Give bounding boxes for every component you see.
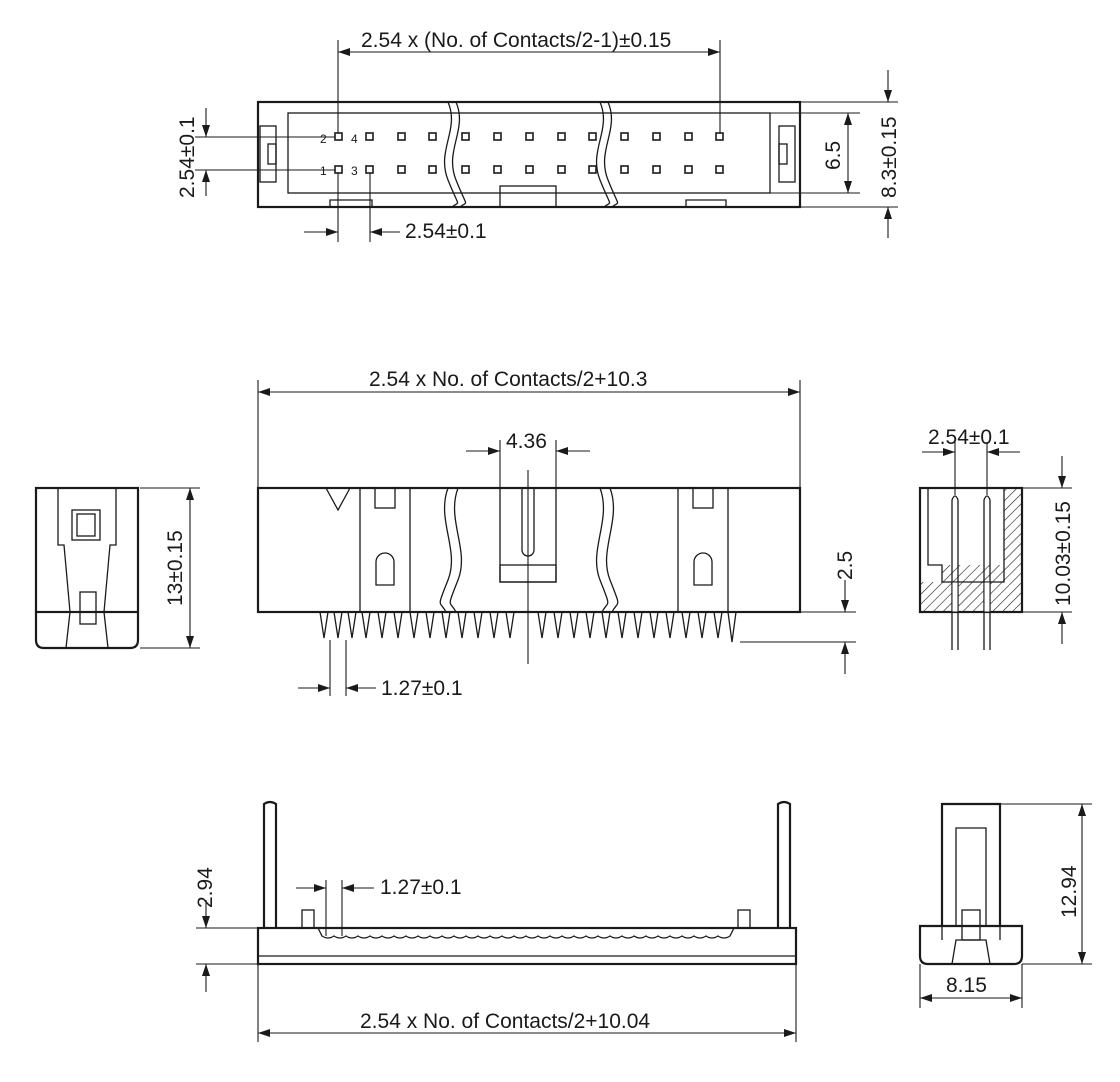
bottom-view: 2.94 1.27±0.1 2.54 x No. of Contacts/2+1… — [194, 800, 798, 1042]
break-line-left-2 — [451, 101, 467, 208]
pin-label-4: 4 — [351, 132, 358, 146]
pin-label-1: 1 — [320, 164, 327, 178]
pin-pads-row-2 — [334, 132, 724, 141]
dim-bottom-pin-offset: 1.27±0.1 — [380, 876, 462, 899]
end-view: 12.94 8.15 — [918, 802, 1092, 1008]
dim-side-height: 13±0.15 — [164, 530, 187, 606]
dim-bottom-length: 2.54 x No. of Contacts/2+10.04 — [360, 1010, 650, 1033]
break-line-right-2 — [603, 101, 619, 208]
dim-inner-height: 6.5 — [822, 141, 845, 170]
dim-bottom-latch: 2.94 — [194, 867, 217, 908]
front-view: 2.54 x No. of Contacts/2+10.3 4.36 2.5 1… — [256, 368, 857, 700]
pin-wave — [317, 927, 735, 939]
pins-row — [319, 611, 737, 643]
pin-label-3: 3 — [351, 164, 358, 178]
dim-pitch-span: 2.54 x (No. of Contacts/2-1)±0.15 — [361, 29, 671, 52]
break-line-right — [595, 101, 611, 208]
dim-section-height: 10.03±0.15 — [1052, 501, 1075, 606]
side-view: 13±0.15 — [34, 486, 200, 650]
pin-label-2: 2 — [320, 132, 327, 146]
dim-section-pitch: 2.54±0.1 — [928, 426, 1010, 449]
pin-pads-row-1 — [334, 165, 724, 174]
section-view: 2.54±0.1 10.03±0.15 — [918, 426, 1075, 650]
dim-row-pitch: 2.54±0.1 — [176, 116, 199, 198]
dim-col-pitch: 2.54±0.1 — [405, 220, 487, 243]
break-line-left — [443, 101, 459, 208]
dim-key-width: 4.36 — [506, 430, 547, 453]
top-view: 2 4 1 3 2.54 x (No. of Contacts/2-1)±0.1… — [176, 29, 901, 243]
dim-end-height: 12.94 — [1058, 865, 1081, 918]
dim-front-pin-offset: 1.27±0.1 — [381, 677, 463, 700]
dim-end-width: 8.15 — [946, 974, 987, 997]
dim-outer-height: 8.3±0.15 — [878, 116, 901, 198]
dim-front-length: 2.54 x No. of Contacts/2+10.3 — [369, 368, 647, 391]
dim-tail: 2.5 — [834, 551, 857, 580]
